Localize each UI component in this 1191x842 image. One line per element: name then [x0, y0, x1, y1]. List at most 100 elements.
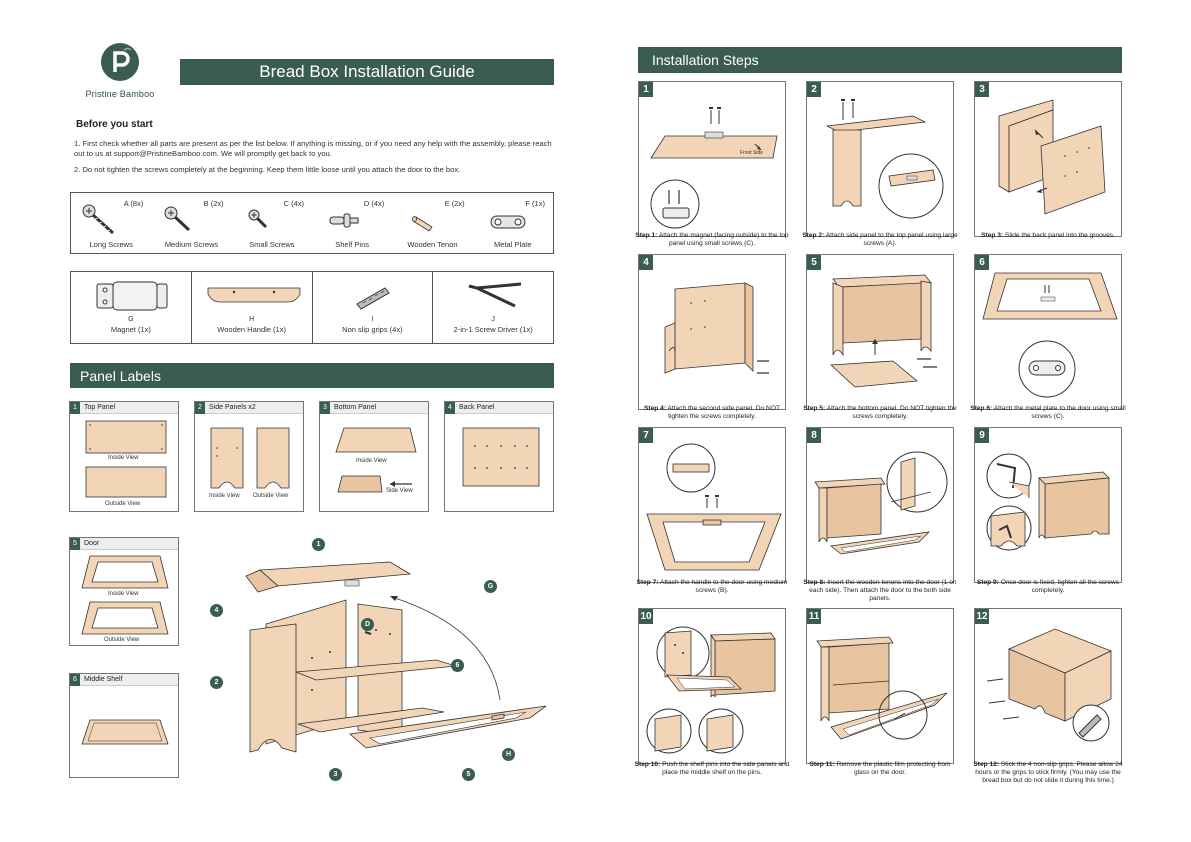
step-card-2: 2: [806, 81, 954, 237]
metal-plate-icon: [490, 215, 526, 229]
panel-number: 5: [70, 537, 80, 550]
door-inside-illustration: [81, 555, 169, 589]
step-text: Attach the handle to the door using medi…: [659, 579, 788, 594]
step-label: Step 3:: [981, 232, 1004, 239]
part-qty: B (2x): [203, 199, 224, 208]
step-card-3: 3: [974, 81, 1122, 237]
brand-name: Pristine Bamboo: [85, 89, 155, 99]
step-text: Attach the second side panel. Do NOT tig…: [667, 405, 780, 420]
step-11-illustration: [816, 636, 948, 740]
step-4-caption: Step 4: Attach the second side panel. Do…: [634, 405, 790, 421]
instruction-1-end: . We will promptly get back to you.: [216, 149, 332, 158]
part-letter: H: [249, 316, 255, 323]
step-5-caption: Step 5: Attach the bottom panel. Do NOT …: [802, 405, 958, 421]
support-email-link[interactable]: support@PristineBamboo.com: [113, 149, 217, 158]
callout-1: 1: [312, 538, 325, 551]
panel-card-header: 2 Side Panels x2: [195, 401, 303, 414]
part-small-screws: C (4x) Small Screws: [232, 193, 312, 253]
part-qty: C (4x): [283, 199, 304, 208]
step-7-illustration: [646, 443, 782, 571]
step-2-illustration: [825, 99, 944, 219]
step-text: Once door is fixed, tighten all the scre…: [1000, 579, 1120, 594]
step-12-caption: Step 12: Stick the 4 non-slip grips. Ple…: [970, 761, 1126, 785]
small-screw-icon: [248, 209, 267, 229]
step-10-illustration: [646, 626, 776, 754]
callout-6: 6: [451, 659, 464, 672]
top-panel-inside-illustration: [85, 420, 167, 454]
part-medium-screws: B (2x) Medium Screws: [151, 193, 231, 253]
part-letter: I: [371, 316, 374, 323]
step-label: Step 11:: [809, 761, 835, 768]
callout-4: 4: [210, 604, 223, 617]
instruction-1: 1. First check whether all parts are pre…: [74, 139, 552, 159]
step-label: Step 4:: [644, 405, 666, 412]
panel-name: Back Panel: [459, 404, 495, 411]
part-qty: A (8x): [123, 199, 144, 208]
step-label: Step 8:: [803, 579, 826, 586]
part-qty: E (2x): [444, 199, 465, 208]
panel-name: Side Panels x2: [209, 404, 256, 411]
part-qty: F (1x): [525, 199, 545, 208]
pristine-bamboo-logo-icon: [101, 43, 139, 81]
side-panels-illustration: [210, 427, 290, 489]
part-wooden-tenon: E (2x) Wooden Tenon: [392, 193, 472, 253]
step-3-caption: Step 3: Slide the back panel into the gr…: [970, 232, 1126, 240]
step-11-caption: Step 11: Remove the plastic film protect…: [802, 761, 958, 777]
part-name: Long Screws: [89, 240, 133, 249]
step-2-caption: Step 2: Attach side panel to the top pan…: [802, 232, 958, 248]
part-letter: G: [128, 316, 134, 323]
step-number: 8: [807, 428, 821, 443]
step-1-caption: Step 1: Attach the magnet (facing outsid…: [634, 232, 790, 248]
step-6-caption: Step 6: Attach the metal plate to the do…: [970, 405, 1126, 421]
front-side-label: Front Side: [740, 150, 764, 156]
part-wooden-handle: H Wooden Handle (1x): [192, 272, 313, 343]
parts-list-row-2: G Magnet (1x) H Wooden Handle (1x) I Non…: [70, 271, 554, 344]
step-label: Step 12:: [973, 761, 1000, 768]
magnet-icon: [96, 281, 168, 311]
part-qty: D (4x): [363, 199, 385, 208]
step-number: 7: [639, 428, 653, 443]
step-card-5: 5: [806, 254, 954, 410]
step-1-illustration: [650, 107, 778, 229]
part-non-slip-grips: I Non slip grips (4x): [313, 272, 434, 343]
step-label: Step 10:: [634, 761, 661, 768]
step-number: 10: [639, 609, 653, 624]
bottom-panel-illustration: [335, 427, 417, 453]
page-title: Bread Box Installation Guide: [180, 59, 554, 85]
part-name: 2-in-1 Screw Driver (1x): [453, 325, 533, 334]
step-9-caption: Step 9: Once door is fixed, tighten all …: [970, 579, 1126, 595]
panel-name: Top Panel: [84, 404, 116, 411]
step-number: 11: [807, 609, 821, 624]
step-label: Step 6:: [970, 405, 993, 412]
panel-number: 3: [320, 401, 330, 414]
wooden-tenon-icon: [412, 216, 433, 232]
callout-5: 5: [462, 768, 475, 781]
brand-logo: Pristine Bamboo: [80, 42, 160, 99]
grip-icon: [355, 287, 390, 310]
part-shelf-pins: D (4x) Shelf Pins: [312, 193, 392, 253]
part-name: Wooden Tenon: [407, 240, 458, 249]
outside-view-label: Outside View: [104, 637, 140, 643]
step-text: Stick the 4 non-slip grips. Please allow…: [975, 761, 1123, 784]
step-text: Attach the bottom panel. Do NOT tighten …: [826, 405, 957, 420]
instruction-2: 2. Do not tighten the screws completely …: [74, 165, 461, 174]
callout-d: D: [361, 618, 374, 631]
step-label: Step 9:: [976, 579, 999, 586]
part-name: Metal Plate: [494, 240, 532, 249]
before-you-start-heading: Before you start: [76, 119, 153, 130]
step-number: 4: [639, 255, 653, 270]
callout-h: H: [502, 748, 515, 761]
step-number: 2: [807, 82, 821, 97]
step-number: 9: [975, 428, 989, 443]
panel-number: 2: [195, 401, 205, 414]
panel-name: Middle Shelf: [84, 676, 123, 683]
step-card-4: 4: [638, 254, 786, 410]
screwdriver-icon: [468, 282, 522, 308]
part-magnet: G Magnet (1x): [71, 272, 192, 343]
step-number: 3: [975, 82, 989, 97]
part-name: Medium Screws: [164, 240, 219, 249]
